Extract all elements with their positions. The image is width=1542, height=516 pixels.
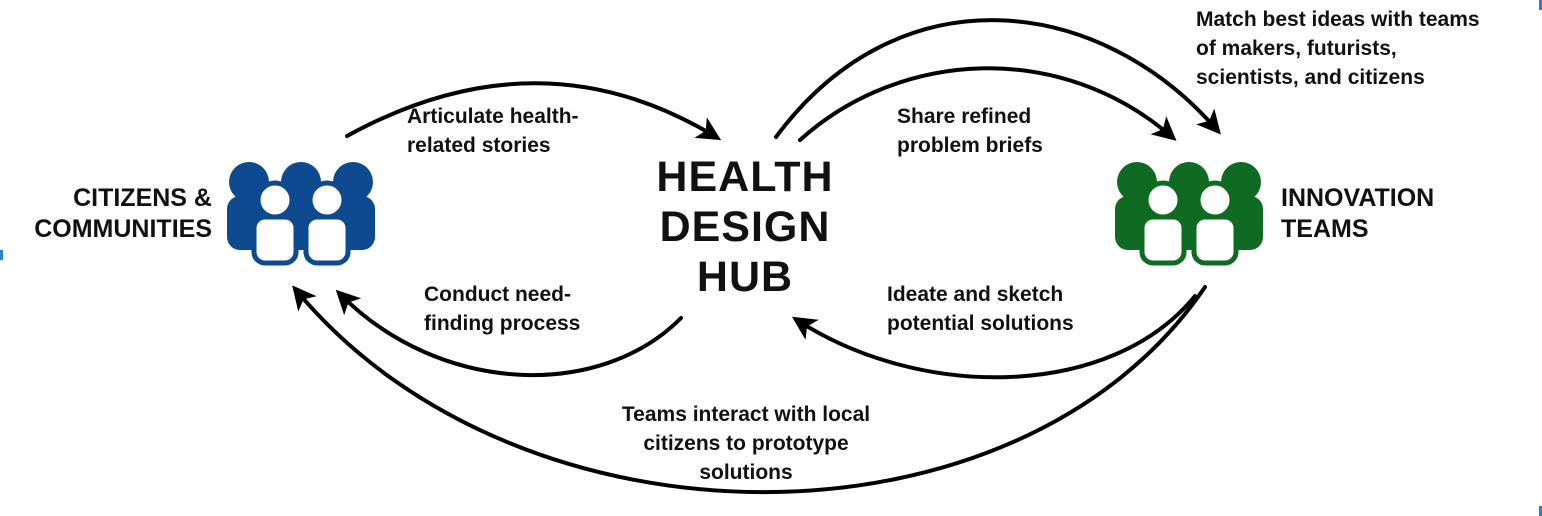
innovation-label: INNOVATION TEAMS [1281,184,1435,243]
person-front-2 [1191,180,1239,266]
label-interact: Teams interact with local citizens to pr… [621,403,871,484]
citizens-label: CITIZENS & COMMUNITIES [34,184,212,243]
hub-label: HEALTH DESIGN HUB [656,153,834,301]
label-conduct: Conduct need- finding process [424,283,581,335]
corner-accent-right [1539,0,1542,10]
arrow-ideate [791,294,1197,380]
label-share: Share refined problem briefs [897,105,1043,157]
corner-accent-bottom-right [1539,506,1542,516]
arrow-interact [292,285,1207,494]
arrow-share [798,66,1177,142]
arrow-match [774,18,1221,139]
label-ideate: Ideate and sketch potential solutions [887,283,1074,335]
arrow-conduct [335,289,683,377]
innovation-people-icon [1115,162,1263,266]
citizens-people-icon [227,162,375,266]
corner-accent-left [0,250,3,260]
arrow-articulate [345,81,722,141]
label-articulate: Articulate health- related stories [407,105,579,157]
person-front-2 [303,180,351,266]
label-match: Match best ideas with teams of makers, f… [1196,8,1480,89]
person-front-1 [1139,180,1187,266]
person-front-1 [251,180,299,266]
